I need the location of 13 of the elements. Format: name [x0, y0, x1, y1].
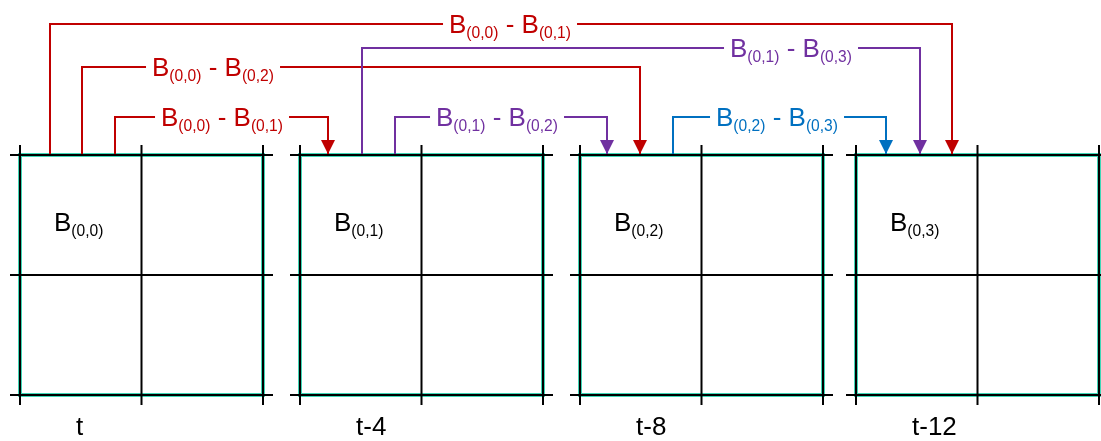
frame-label: t-4 [356, 411, 387, 441]
block-label: B$_{(0,2)}$ [614, 207, 664, 237]
block-label: B$_{(0,1)}$ [334, 207, 384, 237]
grid-frame [854, 153, 1101, 397]
block-label: B$_{(0,0)}$ [54, 207, 104, 237]
block-label: B$_{(0,3)}$ [890, 207, 940, 237]
arrow [49, 23, 959, 155]
grid-frame [578, 153, 825, 397]
frame-label: t-8 [636, 411, 667, 441]
frame-label: t-12 [912, 411, 957, 441]
frame-label: t [76, 411, 84, 441]
grid-frame [18, 153, 265, 397]
grid-frame [298, 153, 545, 397]
